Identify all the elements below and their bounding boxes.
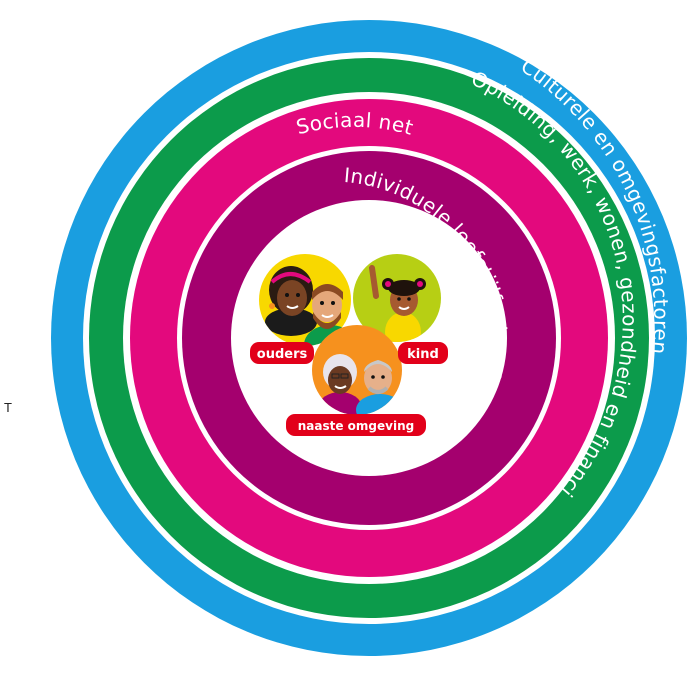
surroundings-pill: naaste omgeving <box>286 414 426 436</box>
margin-letter: T <box>4 400 12 415</box>
child-label: kind <box>407 347 439 362</box>
parents-illustration <box>259 254 351 346</box>
surroundings-illustration <box>312 325 402 415</box>
parents-pill: ouders <box>250 342 314 364</box>
parents-label: ouders <box>257 347 308 362</box>
surroundings-label: naaste omgeving <box>298 419 414 433</box>
child-pill: kind <box>398 342 448 364</box>
child-illustration <box>353 254 441 342</box>
